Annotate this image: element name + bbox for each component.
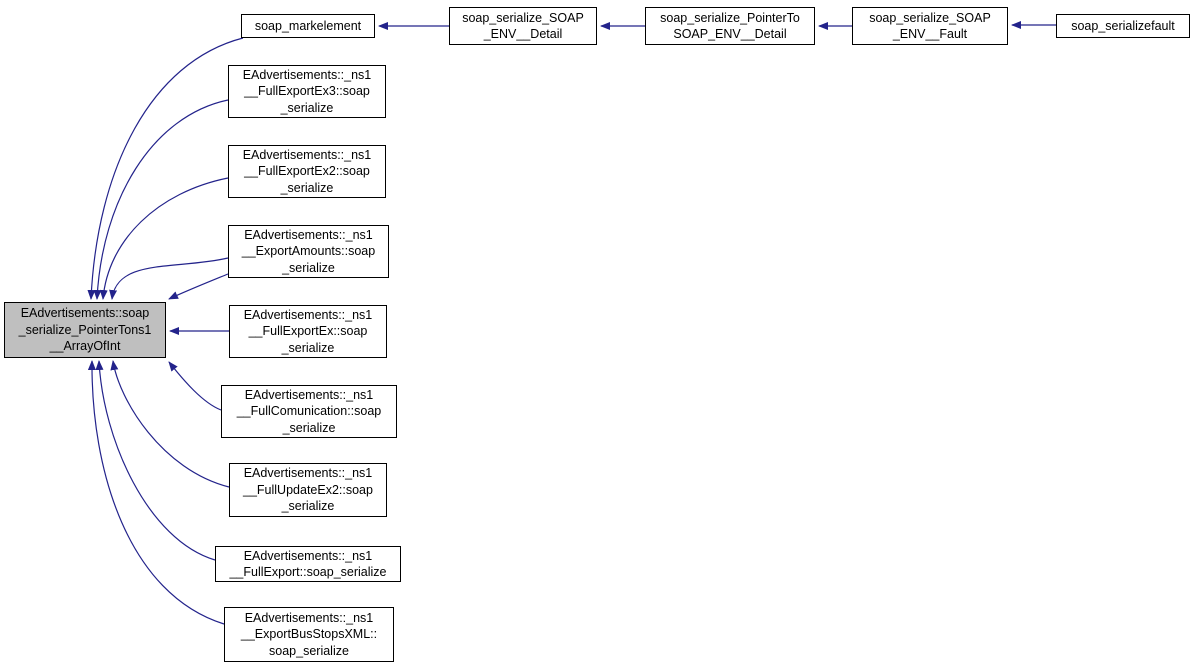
- node-soap-serialize-soap-env-detail[interactable]: soap_serialize_SOAP _ENV__Detail: [449, 7, 597, 45]
- node-ns1-fullexportex2-soap-serialize[interactable]: EAdvertisements::_ns1 __FullExportEx2::s…: [228, 145, 386, 198]
- node-soap-serialize-pointerto-soap-env-detail[interactable]: soap_serialize_PointerTo SOAP_ENV__Detai…: [645, 7, 815, 45]
- edge-fullcomunication-to-target: [168, 361, 222, 411]
- node-ns1-fullexportex3-soap-serialize[interactable]: EAdvertisements::_ns1 __FullExportEx3::s…: [228, 65, 386, 118]
- edge-exportamounts-to-target-corner: [168, 273, 229, 300]
- edge-fullexport-to-target: [95, 360, 216, 561]
- node-ns1-fullupdateex2-soap-serialize[interactable]: EAdvertisements::_ns1 __FullUpdateEx2::s…: [229, 463, 387, 517]
- edge-fullexportex2-to-target: [99, 177, 229, 300]
- node-ns1-fullexport-soap-serialize[interactable]: EAdvertisements::_ns1 __FullExport::soap…: [215, 546, 401, 582]
- node-ns1-fullexportex-soap-serialize[interactable]: EAdvertisements::_ns1 __FullExportEx::so…: [229, 305, 387, 358]
- node-ns1-exportbusstopsxml-soap-serialize[interactable]: EAdvertisements::_ns1 __ExportBusStopsXM…: [224, 607, 394, 662]
- edge-markelement-to-target: [87, 37, 244, 300]
- node-soap-serializefault[interactable]: soap_serializefault: [1056, 14, 1190, 38]
- edge-fullexportex3-to-target: [93, 99, 229, 300]
- edge-exportbusstopsxml-to-target: [87, 360, 225, 625]
- node-target-soap-serialize-pointertons1-arrayofint: EAdvertisements::soap _serialize_Pointer…: [4, 302, 166, 358]
- edge-exportamounts-to-target: [109, 257, 229, 300]
- node-soap-serialize-soap-env-fault[interactable]: soap_serialize_SOAP _ENV__Fault: [852, 7, 1008, 45]
- node-ns1-exportamounts-soap-serialize[interactable]: EAdvertisements::_ns1 __ExportAmounts::s…: [228, 225, 389, 278]
- node-ns1-fullcomunication-soap-serialize[interactable]: EAdvertisements::_ns1 __FullComunication…: [221, 385, 397, 438]
- node-soap-markelement[interactable]: soap_markelement: [241, 14, 375, 38]
- edge-fullupdateex2-to-target: [110, 360, 230, 488]
